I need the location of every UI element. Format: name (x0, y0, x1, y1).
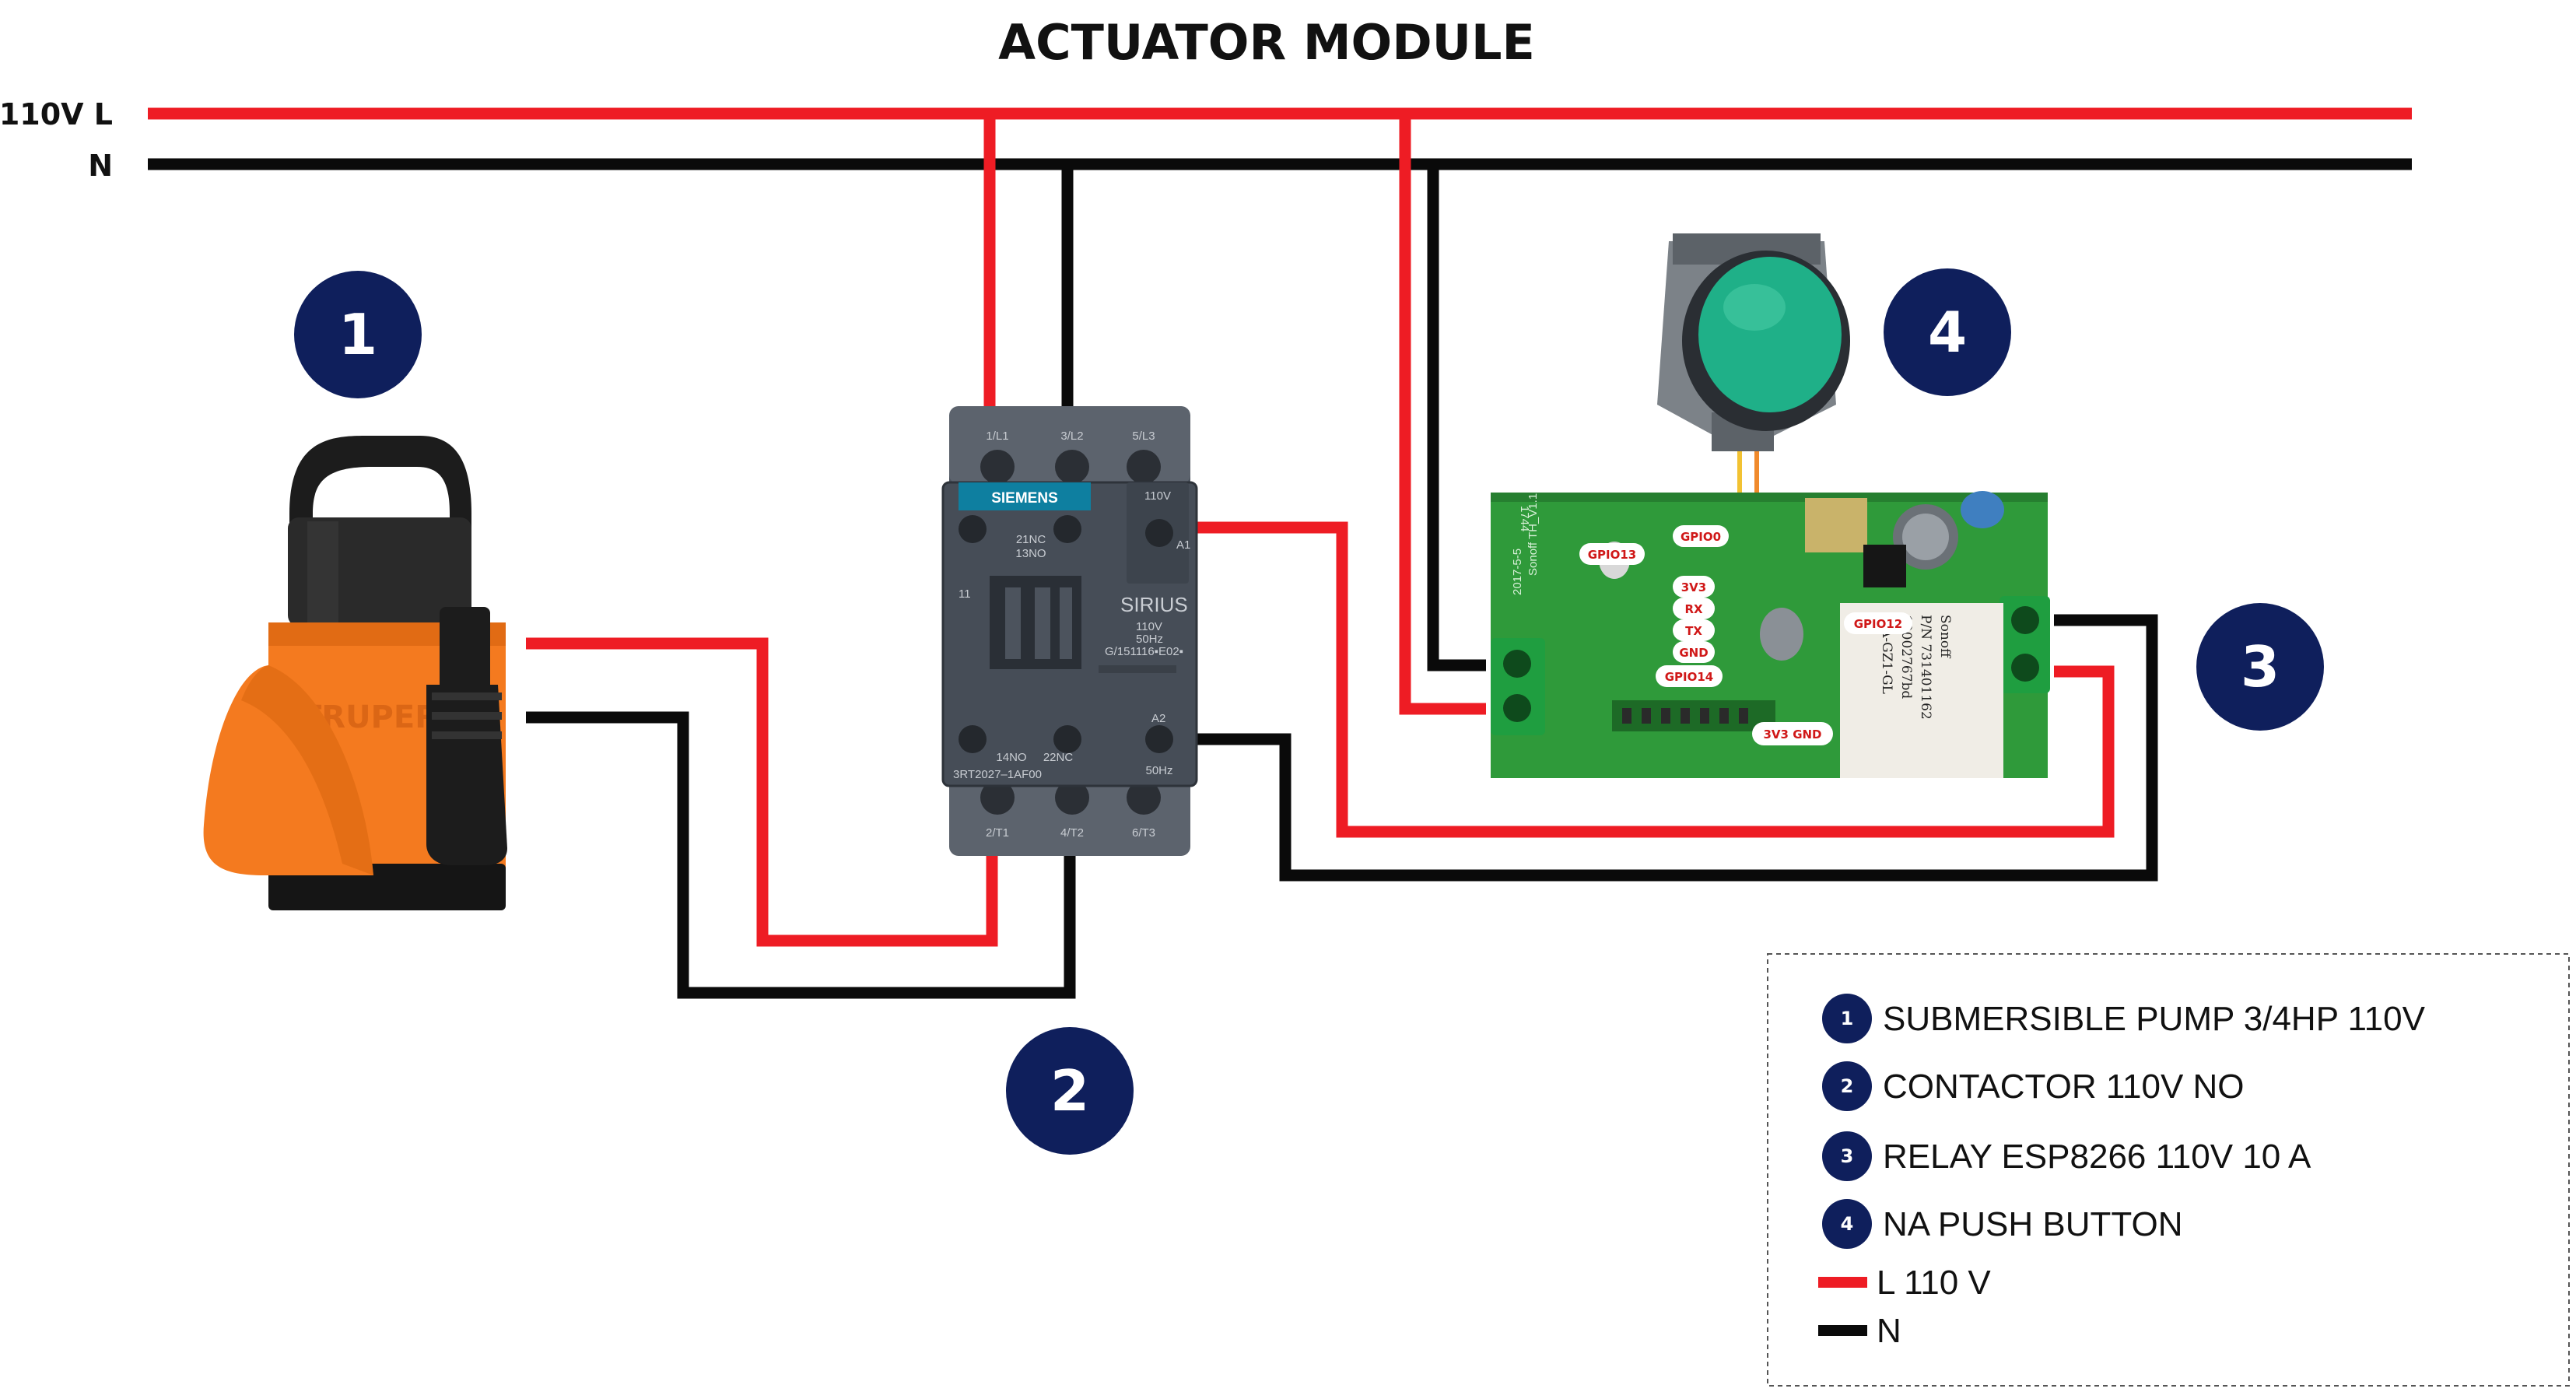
relay-print-3: P/N 731401162 (1918, 615, 1933, 720)
legend-live-line: L 110 V (1818, 1264, 1991, 1302)
neutral-bus-label: N (88, 149, 113, 183)
legend-item-3-number: 3 (1841, 1145, 1854, 1167)
contactor-rating-line-2: 50Hz (1136, 633, 1163, 646)
badge-4: 4 (1884, 268, 2011, 396)
pin-gnd: GND (1679, 646, 1708, 660)
board-print-3: 2017-5-5 (1511, 549, 1524, 595)
contactor-brand: SIEMENS (991, 490, 1058, 507)
badge-4-number: 4 (1928, 300, 1967, 365)
badge-2: 2 (1006, 1027, 1134, 1155)
legend-item-2-number: 2 (1841, 1075, 1854, 1097)
contactor: 1/L1 3/L2 5/L3 2/T1 4/T2 6/T3 SIEMENS 11… (941, 406, 1198, 856)
legend-item-1-text: SUBMERSIBLE PUMP 3/4HP 110V (1883, 1000, 2426, 1038)
pin-rx: RX (1684, 602, 1703, 616)
legend-live-text: L 110 V (1877, 1264, 1991, 1302)
coil-rating-label: 110V (1144, 489, 1171, 503)
pump-neutral-wire (526, 711, 1076, 999)
pin-tx: TX (1685, 624, 1702, 638)
coil-neutral-wire (1190, 614, 2158, 882)
legend-item-3-text: RELAY ESP8266 110V 10 A (1883, 1138, 2311, 1176)
badge-2-number: 2 (1050, 1058, 1089, 1124)
relay-print-4: Sonoff (1937, 615, 1953, 659)
neutral-drop-relay (1427, 164, 1486, 671)
diagram-title: ACTUATOR MODULE (998, 14, 1535, 71)
terminal-label-2t1: 2/T1 (986, 826, 1009, 840)
board-print-2: Sonoff TH_V1.1 (1526, 493, 1540, 576)
pump-live-wire (526, 637, 998, 947)
coil-live-wire (1190, 521, 2115, 838)
contactor-rating-line-1: 110V (1136, 620, 1162, 633)
aux-22nc: 22NC (1043, 751, 1074, 764)
live-drop-relay (1399, 114, 1486, 715)
pin-gpio12: GPIO12 (1854, 617, 1903, 631)
badge-3: 3 (2196, 603, 2324, 731)
contactor-model: 3RT2027–1AF00 (953, 768, 1042, 781)
terminal-label-1l1: 1/L1 (986, 430, 1008, 443)
pin-labels: GPIO0 GPIO13 3V3 RX TX GND GPIO14 GPIO12… (1579, 525, 1912, 745)
aux-a1: A1 (1176, 538, 1190, 552)
legend-item-2-text: CONTACTOR 110V NO (1883, 1068, 2245, 1106)
pin-3v3: 3V3 (1681, 580, 1706, 594)
pin-3v3-gnd: 3V3 GND (1763, 728, 1821, 742)
legend-item-4-number: 4 (1841, 1213, 1854, 1235)
legend-item-4: 4 NA PUSH BUTTON (1822, 1199, 2182, 1249)
pin-gpio13: GPIO13 (1588, 548, 1637, 562)
legend: 1 SUBMERSIBLE PUMP 3/4HP 110V 2 CONTACTO… (1767, 953, 2570, 1387)
contactor-series: SIRIUS (1120, 593, 1188, 616)
aux-13no: 13NO (1015, 547, 1046, 560)
aux-14no: 14NO (996, 751, 1026, 764)
legend-neutral-text: N (1877, 1312, 1901, 1350)
board-print-1: 1744 (1518, 506, 1531, 531)
terminal-label-3l2: 3/L2 (1060, 430, 1083, 443)
relay-print-1: ITA-GZ1-GL (1879, 615, 1894, 694)
badge-1-number: 1 (338, 302, 377, 367)
legend-neutral-line: N (1818, 1312, 1901, 1350)
badge-1: 1 (294, 271, 422, 398)
aux-11: 11 (959, 587, 971, 601)
live-bus-label: 110V L (0, 97, 113, 131)
legend-item-1-number: 1 (1841, 1008, 1854, 1029)
legend-item-3: 3 RELAY ESP8266 110V 10 A (1822, 1131, 2311, 1181)
legend-item-2: 2 CONTACTOR 110V NO (1822, 1061, 2245, 1111)
terminal-label-4t2: 4/T2 (1060, 826, 1084, 840)
terminal-label-6t3: 6/T3 (1132, 826, 1155, 840)
aux-21nc: 21NC (1016, 533, 1046, 546)
pin-gpio0: GPIO0 (1681, 530, 1721, 544)
submersible-pump: TRUPER (203, 436, 507, 910)
legend-box (1767, 953, 2570, 1387)
badge-3-number: 3 (2241, 634, 2280, 700)
aux-50hz: 50Hz (1145, 764, 1172, 777)
contactor-rating-line-3: G/151116▪E02▪ (1105, 645, 1183, 658)
terminal-label-5l3: 5/L3 (1132, 430, 1155, 443)
pin-gpio14: GPIO14 (1665, 670, 1714, 684)
relay-print-2: 10002767bd (1898, 615, 1914, 699)
legend-item-1: 1 SUBMERSIBLE PUMP 3/4HP 110V (1822, 994, 2426, 1043)
aux-a2: A2 (1151, 712, 1165, 725)
legend-item-4-text: NA PUSH BUTTON (1883, 1205, 2182, 1243)
